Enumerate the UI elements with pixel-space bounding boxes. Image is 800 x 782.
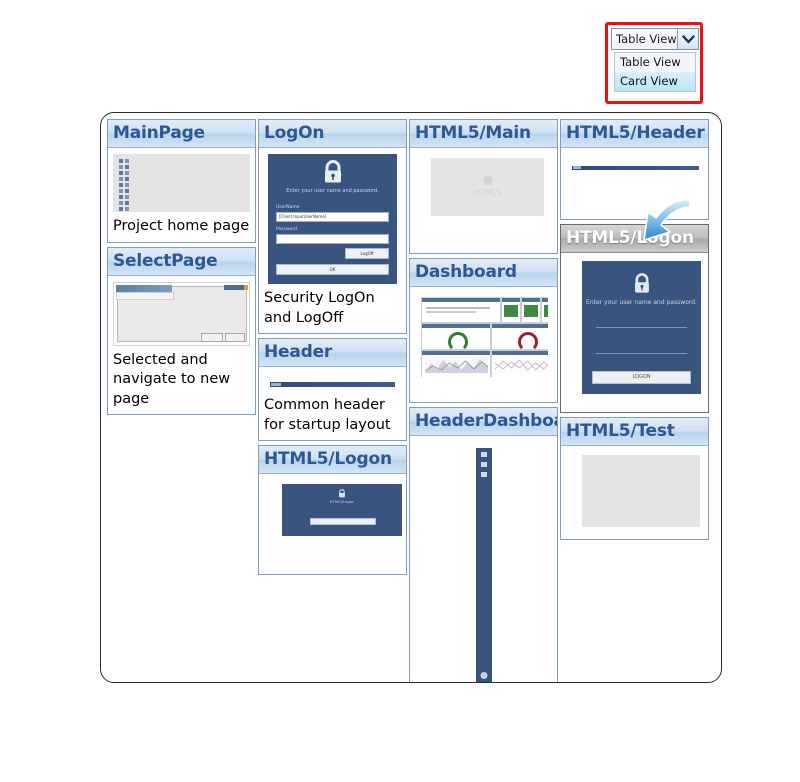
logon-prompt-text: Enter your user name and password. bbox=[586, 299, 697, 306]
card-html5-main[interactable]: HTML5/Main HTML5 bbox=[409, 119, 558, 254]
card-html5-test[interactable]: HTML5/Test bbox=[560, 417, 709, 540]
card-title: MainPage bbox=[108, 120, 255, 148]
card-column-3: HTML5/Main HTML5 Dashboard bbox=[409, 119, 559, 682]
header-thumbnail bbox=[268, 377, 397, 392]
card-description: Common header for startup layout bbox=[264, 397, 391, 433]
logon-prompt-text: Enter your user name and password. bbox=[286, 188, 379, 194]
card-body bbox=[410, 287, 557, 402]
logon-button[interactable] bbox=[310, 518, 376, 526]
logon-button[interactable]: LOGON bbox=[592, 371, 691, 384]
chevron-down-icon[interactable] bbox=[677, 29, 698, 49]
area-chart bbox=[424, 359, 489, 373]
card-body: HTML5/Logon bbox=[259, 474, 406, 574]
card-title: HTML5/Header bbox=[561, 120, 708, 148]
lock-icon bbox=[324, 160, 341, 183]
view-mode-selected-value: Table View bbox=[612, 29, 678, 49]
card-column-2: LogOn Enter your user name and password.… bbox=[258, 119, 408, 679]
line-chart bbox=[494, 359, 548, 371]
username-field[interactable]: [Client.InputUserName] bbox=[276, 212, 389, 222]
card-column-1: MainPage bbox=[107, 119, 257, 679]
home-icon bbox=[481, 175, 494, 185]
stop-server-button-2[interactable] bbox=[524, 305, 538, 317]
html5-watermark: HTML5 bbox=[473, 188, 502, 197]
logoff-button[interactable]: LogOff bbox=[345, 248, 389, 259]
html5-main-thumbnail: HTML5 bbox=[431, 158, 544, 216]
card-body: Enter your user name and password. LOGON bbox=[561, 253, 708, 412]
lock-icon bbox=[634, 273, 649, 293]
card-selectpage[interactable]: SelectPage Selected and navigate to new … bbox=[107, 246, 256, 416]
html5-logon-thumbnail: Enter your user name and password. LOGON bbox=[582, 261, 701, 394]
card-body bbox=[561, 446, 708, 539]
stop-server-button-3[interactable] bbox=[544, 305, 548, 317]
ok-button[interactable]: OK bbox=[276, 264, 389, 275]
card-headerdashboard[interactable]: HeaderDashboard bbox=[409, 407, 558, 682]
card-title: HTML5/Test bbox=[561, 418, 708, 446]
dashboard-thumbnail bbox=[421, 297, 548, 377]
vertical-nav-bar bbox=[475, 448, 492, 682]
card-logon[interactable]: LogOn Enter your user name and password.… bbox=[258, 119, 407, 335]
view-mode-selector[interactable]: Table View Table View Card View bbox=[605, 22, 703, 104]
card-column-4: HTML5/Header HTML5/Logon bbox=[560, 119, 710, 679]
card-html5-logon[interactable]: HTML5/Logon Enter your user name and pas… bbox=[560, 224, 709, 413]
card-body bbox=[410, 436, 557, 682]
logon-prompt-text: HTML5/Logon bbox=[329, 500, 355, 505]
view-mode-select-box[interactable]: Table View bbox=[611, 28, 699, 50]
card-html5-logon-small[interactable]: HTML5/Logon HTML5/Logon bbox=[258, 445, 407, 576]
view-mode-option-list[interactable]: Table View Card View bbox=[614, 52, 696, 92]
card-view-board: MainPage bbox=[100, 112, 722, 683]
settings-icon bbox=[480, 672, 487, 679]
gauge-green bbox=[448, 332, 468, 352]
username-field[interactable] bbox=[596, 327, 687, 328]
card-description: Selected and navigate to new page bbox=[113, 351, 231, 407]
lock-icon bbox=[339, 489, 345, 498]
headerdashboard-thumbnail bbox=[417, 444, 550, 682]
card-body: Common header for startup layout bbox=[259, 367, 406, 440]
html5-test-thumbnail bbox=[582, 455, 700, 527]
card-body: Project home page bbox=[108, 148, 255, 242]
logon-thumbnail: Enter your user name and password. UserN… bbox=[268, 154, 397, 284]
password-label: Password bbox=[276, 227, 298, 232]
card-header[interactable]: Header Common header for startup layout bbox=[258, 338, 407, 442]
mainpage-thumbnail bbox=[113, 154, 250, 212]
view-mode-option-card-view[interactable]: Card View bbox=[615, 72, 695, 91]
card-columns: MainPage bbox=[107, 119, 719, 682]
card-dashboard[interactable]: Dashboard bbox=[409, 258, 558, 403]
card-title: Dashboard bbox=[410, 259, 557, 287]
stop-server-button-1[interactable] bbox=[504, 305, 518, 317]
mainpage-icon-list bbox=[119, 159, 129, 212]
card-mainpage[interactable]: MainPage bbox=[107, 119, 256, 243]
card-body: Enter your user name and password. UserN… bbox=[259, 148, 406, 333]
password-field[interactable] bbox=[276, 234, 389, 244]
password-field[interactable] bbox=[596, 353, 687, 354]
selectpage-thumbnail bbox=[113, 281, 250, 346]
card-description: Project home page bbox=[113, 218, 250, 234]
html5-logon-small-thumbnail: HTML5/Logon bbox=[282, 484, 402, 537]
card-title: HeaderDashboard bbox=[410, 408, 557, 436]
gauge-red bbox=[518, 332, 538, 352]
html5-header-thumbnail bbox=[570, 160, 701, 176]
mouse-pointer-arrow bbox=[643, 198, 691, 241]
card-title: HTML5/Logon bbox=[259, 446, 406, 475]
card-description bbox=[264, 541, 401, 569]
username-label: UserName bbox=[276, 205, 300, 210]
card-title: Header bbox=[259, 339, 406, 368]
card-title: HTML5/Main bbox=[410, 120, 557, 148]
card-body: HTML5 bbox=[410, 148, 557, 253]
chart-icon bbox=[480, 462, 487, 467]
home-icon bbox=[480, 452, 487, 457]
view-mode-option-table-view[interactable]: Table View bbox=[620, 55, 681, 69]
card-description: Security LogOn and LogOff bbox=[264, 290, 375, 326]
card-title: LogOn bbox=[259, 120, 406, 148]
tag-icon bbox=[480, 472, 487, 477]
card-body: Selected and navigate to new page bbox=[108, 276, 255, 415]
card-title: SelectPage bbox=[108, 247, 255, 276]
card-body bbox=[561, 148, 708, 219]
